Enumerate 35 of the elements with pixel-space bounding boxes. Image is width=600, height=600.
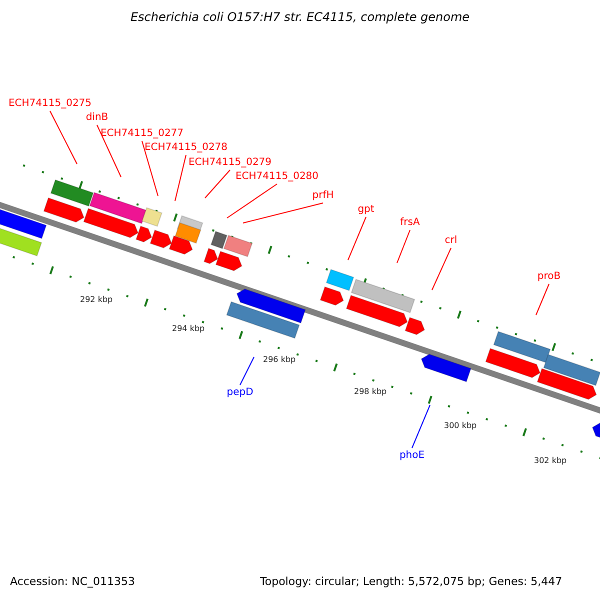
leader-line [432, 248, 452, 290]
gene-label: proB [537, 271, 561, 283]
leader-line [142, 140, 158, 196]
scale-label: 298 kbp [354, 387, 387, 396]
leader-line [396, 230, 410, 264]
footer-text: Topology: circular; Length: 5,572,075 bp; Genes: 5,447 [260, 575, 562, 588]
gene-label: ECH74115_0275 [8, 98, 92, 110]
leader-line [242, 202, 324, 224]
scale-label: 296 kbp [263, 355, 296, 364]
scale-label: 294 kbp [172, 324, 205, 333]
leader-line [226, 184, 278, 218]
gene-label: ECH74115_0278 [144, 142, 228, 154]
leader-line [174, 154, 186, 202]
gene-label: pepD [226, 387, 254, 399]
gene-label: prfH [312, 190, 334, 202]
leader-line [240, 356, 254, 386]
leader-line [204, 170, 230, 198]
gene-label: gpt [358, 204, 374, 216]
leader-line [412, 404, 430, 448]
scale-label: 302 kbp [534, 456, 567, 465]
gene-label: phoE [399, 450, 425, 462]
gene-label: crl [444, 235, 458, 247]
title: Escherichia coli O157:H7 str. EC4115, complete genome [129, 10, 471, 24]
footer-text: Accession: NC_011353 [10, 575, 136, 588]
scale-label: 300 kbp [444, 421, 477, 430]
leader-line [96, 124, 122, 178]
scale-label: 292 kbp [80, 295, 113, 304]
leader-line [50, 110, 78, 164]
gene-label: ECH74115_0279 [188, 157, 272, 169]
gene-label: dinB [86, 112, 108, 124]
gene-label: frsA [400, 217, 420, 229]
leader-line [348, 216, 366, 260]
gene-label: ECH74115_0277 [100, 128, 184, 140]
leader-line [536, 284, 550, 316]
gene-label: ECH74115_0280 [235, 171, 319, 183]
